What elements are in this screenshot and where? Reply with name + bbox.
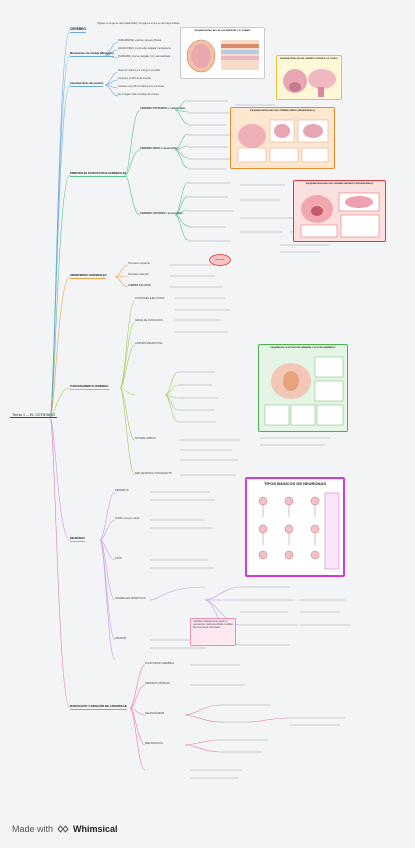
meninge-node: PIAMADRE: interna, delgada, muy vascular… (118, 55, 171, 58)
root-topic[interactable]: Tema 1 – EL CEREBRO (10, 412, 58, 418)
estructura-node[interactable]: CEREBRO POSTERIOR o rombencéfalo (140, 107, 186, 110)
brand-name: Whimsical (73, 824, 118, 834)
maduracion-node: NEUROGÉNESIS (145, 712, 165, 715)
hemisferio-node: Hemisferio derecho (128, 273, 149, 276)
image-box-posterior[interactable]: ESQUEMA DETALLADO DEL CEREBRO POSTERIOR … (276, 55, 342, 100)
medio-illustration (237, 119, 329, 163)
caracteristica-node: Pesa de media 1,3 a 1,4 kg en el adulto (118, 69, 161, 72)
image-title: ESQUEMA DE LA ACTIVACIÓN CEREBRAL Y SU F… (270, 347, 336, 349)
image-title: ESQUEMA DETALLADO DEL CEREBRO POSTERIOR … (280, 58, 338, 60)
section-hemisferios[interactable]: HEMISFERIOS CEREBRALES (70, 274, 107, 279)
image-title: ESQUEMA DETALLADO DEL CEREBRO MEDIO (MES… (250, 110, 315, 112)
neurona-node: AXÓN (115, 557, 122, 560)
whimsical-logo-icon (57, 825, 69, 833)
meninges-illustration (186, 39, 259, 73)
section-funcionamiento[interactable]: FUNCIONAMIENTO CEREBRAL (70, 385, 109, 390)
section-mecanismos[interactable]: Mecanismos de Anclaje (Meninges) (70, 52, 114, 57)
funcion-node: ÁREAS DE ASOCIACIÓN (135, 319, 163, 322)
maduracion-node: MIELINIZACIÓN (145, 742, 163, 745)
section-neuronas[interactable]: NEURONAS (70, 537, 85, 542)
neurona-node: DENDRITAS (115, 489, 129, 492)
section-caracteristicas[interactable]: Características del cerebro (70, 82, 104, 87)
caracteristica-node: Es el órgano más complejo del cuerpo (118, 93, 159, 96)
caracteristica-node: Contiene unos 86 mil millones de neurona… (118, 85, 164, 88)
anterior-illustration (300, 192, 380, 238)
funcion-node: RED NEURONAL POR DEFECTO (135, 472, 172, 475)
made-with-badge[interactable]: Made with Whimsical (12, 824, 118, 834)
image-box-anterior[interactable]: ESQUEMA DETALLADO DEL CEREBRO ANTERIOR (… (293, 180, 386, 242)
caracteristica-node: Consume el 20% de la energía (118, 77, 151, 80)
image-box-meninges[interactable]: ESQUEMA DETALLADO DE LAS MENINGES Y EL C… (180, 27, 265, 79)
estructura-node[interactable]: CEREBRO ANTERIOR o prosencéfalo (140, 212, 183, 215)
activacion-illustration (264, 356, 344, 426)
image-box-activacion[interactable]: ESQUEMA DE LA ACTIVACIÓN CEREBRAL Y SU F… (258, 344, 348, 432)
neurona-node: TERMINALES SINÁPTICOS (115, 597, 146, 600)
image-title: ESQUEMA DETALLADO DE LAS MENINGES Y EL C… (194, 30, 251, 32)
posterior-illustration (283, 69, 336, 97)
maduracion-node: PLASTICIDAD CEREBRAL (145, 662, 175, 665)
pink-note: Cambia constantemente según la experienc… (190, 618, 236, 646)
funcion-node: CORTEZA PREFRONTAL (135, 342, 163, 345)
image-box-neuronas[interactable]: TIPOS BÁSICOS DE NEURONAS (245, 477, 345, 577)
funcion-node: FUNCIONES EJECUTIVAS (135, 297, 165, 300)
maduracion-node: PERIODOS CRÍTICOS (145, 682, 170, 685)
hemisferio-node: CUERPO CALLOSO (128, 284, 151, 287)
image-title: TIPOS BÁSICOS DE NEURONAS (263, 481, 326, 486)
cerebro-definition: Órgano en el que se da la plasticidad y … (97, 22, 180, 25)
made-with-label: Made with (12, 824, 54, 834)
image-title: ESQUEMA DETALLADO DEL CEREBRO ANTERIOR (… (305, 183, 374, 185)
section-cerebro[interactable]: CEREBRO (70, 27, 86, 33)
meninge-node: DURAMADRE: externa y gruesa, fibrosa (118, 39, 162, 42)
section-maduracion[interactable]: MADURACIÓN Y FORMACIÓN DEL APRENDIZAJE (70, 705, 128, 710)
neuronas-illustration (258, 492, 340, 570)
estructura-node[interactable]: CEREBRO MEDIO o mesencéfalo (140, 147, 178, 150)
image-box-medio[interactable]: ESQUEMA DETALLADO DEL CEREBRO MEDIO (MES… (230, 107, 335, 169)
section-principales[interactable]: PRINCIPALES ESTRUCTURAS CEREBRALES (70, 172, 127, 177)
reminder-bubble[interactable]: Recordar (209, 254, 231, 266)
neurona-node: SINAPSIS (115, 637, 127, 640)
meninge-node: ARACNOIDES: intermedia, delgada, transpa… (118, 47, 171, 50)
neurona-node: SOMA o cuerpo celular (115, 517, 140, 520)
funcion-node: SISTEMA LÍMBICO (135, 437, 156, 440)
hemisferio-node: Hemisferio izquierdo (128, 262, 150, 265)
